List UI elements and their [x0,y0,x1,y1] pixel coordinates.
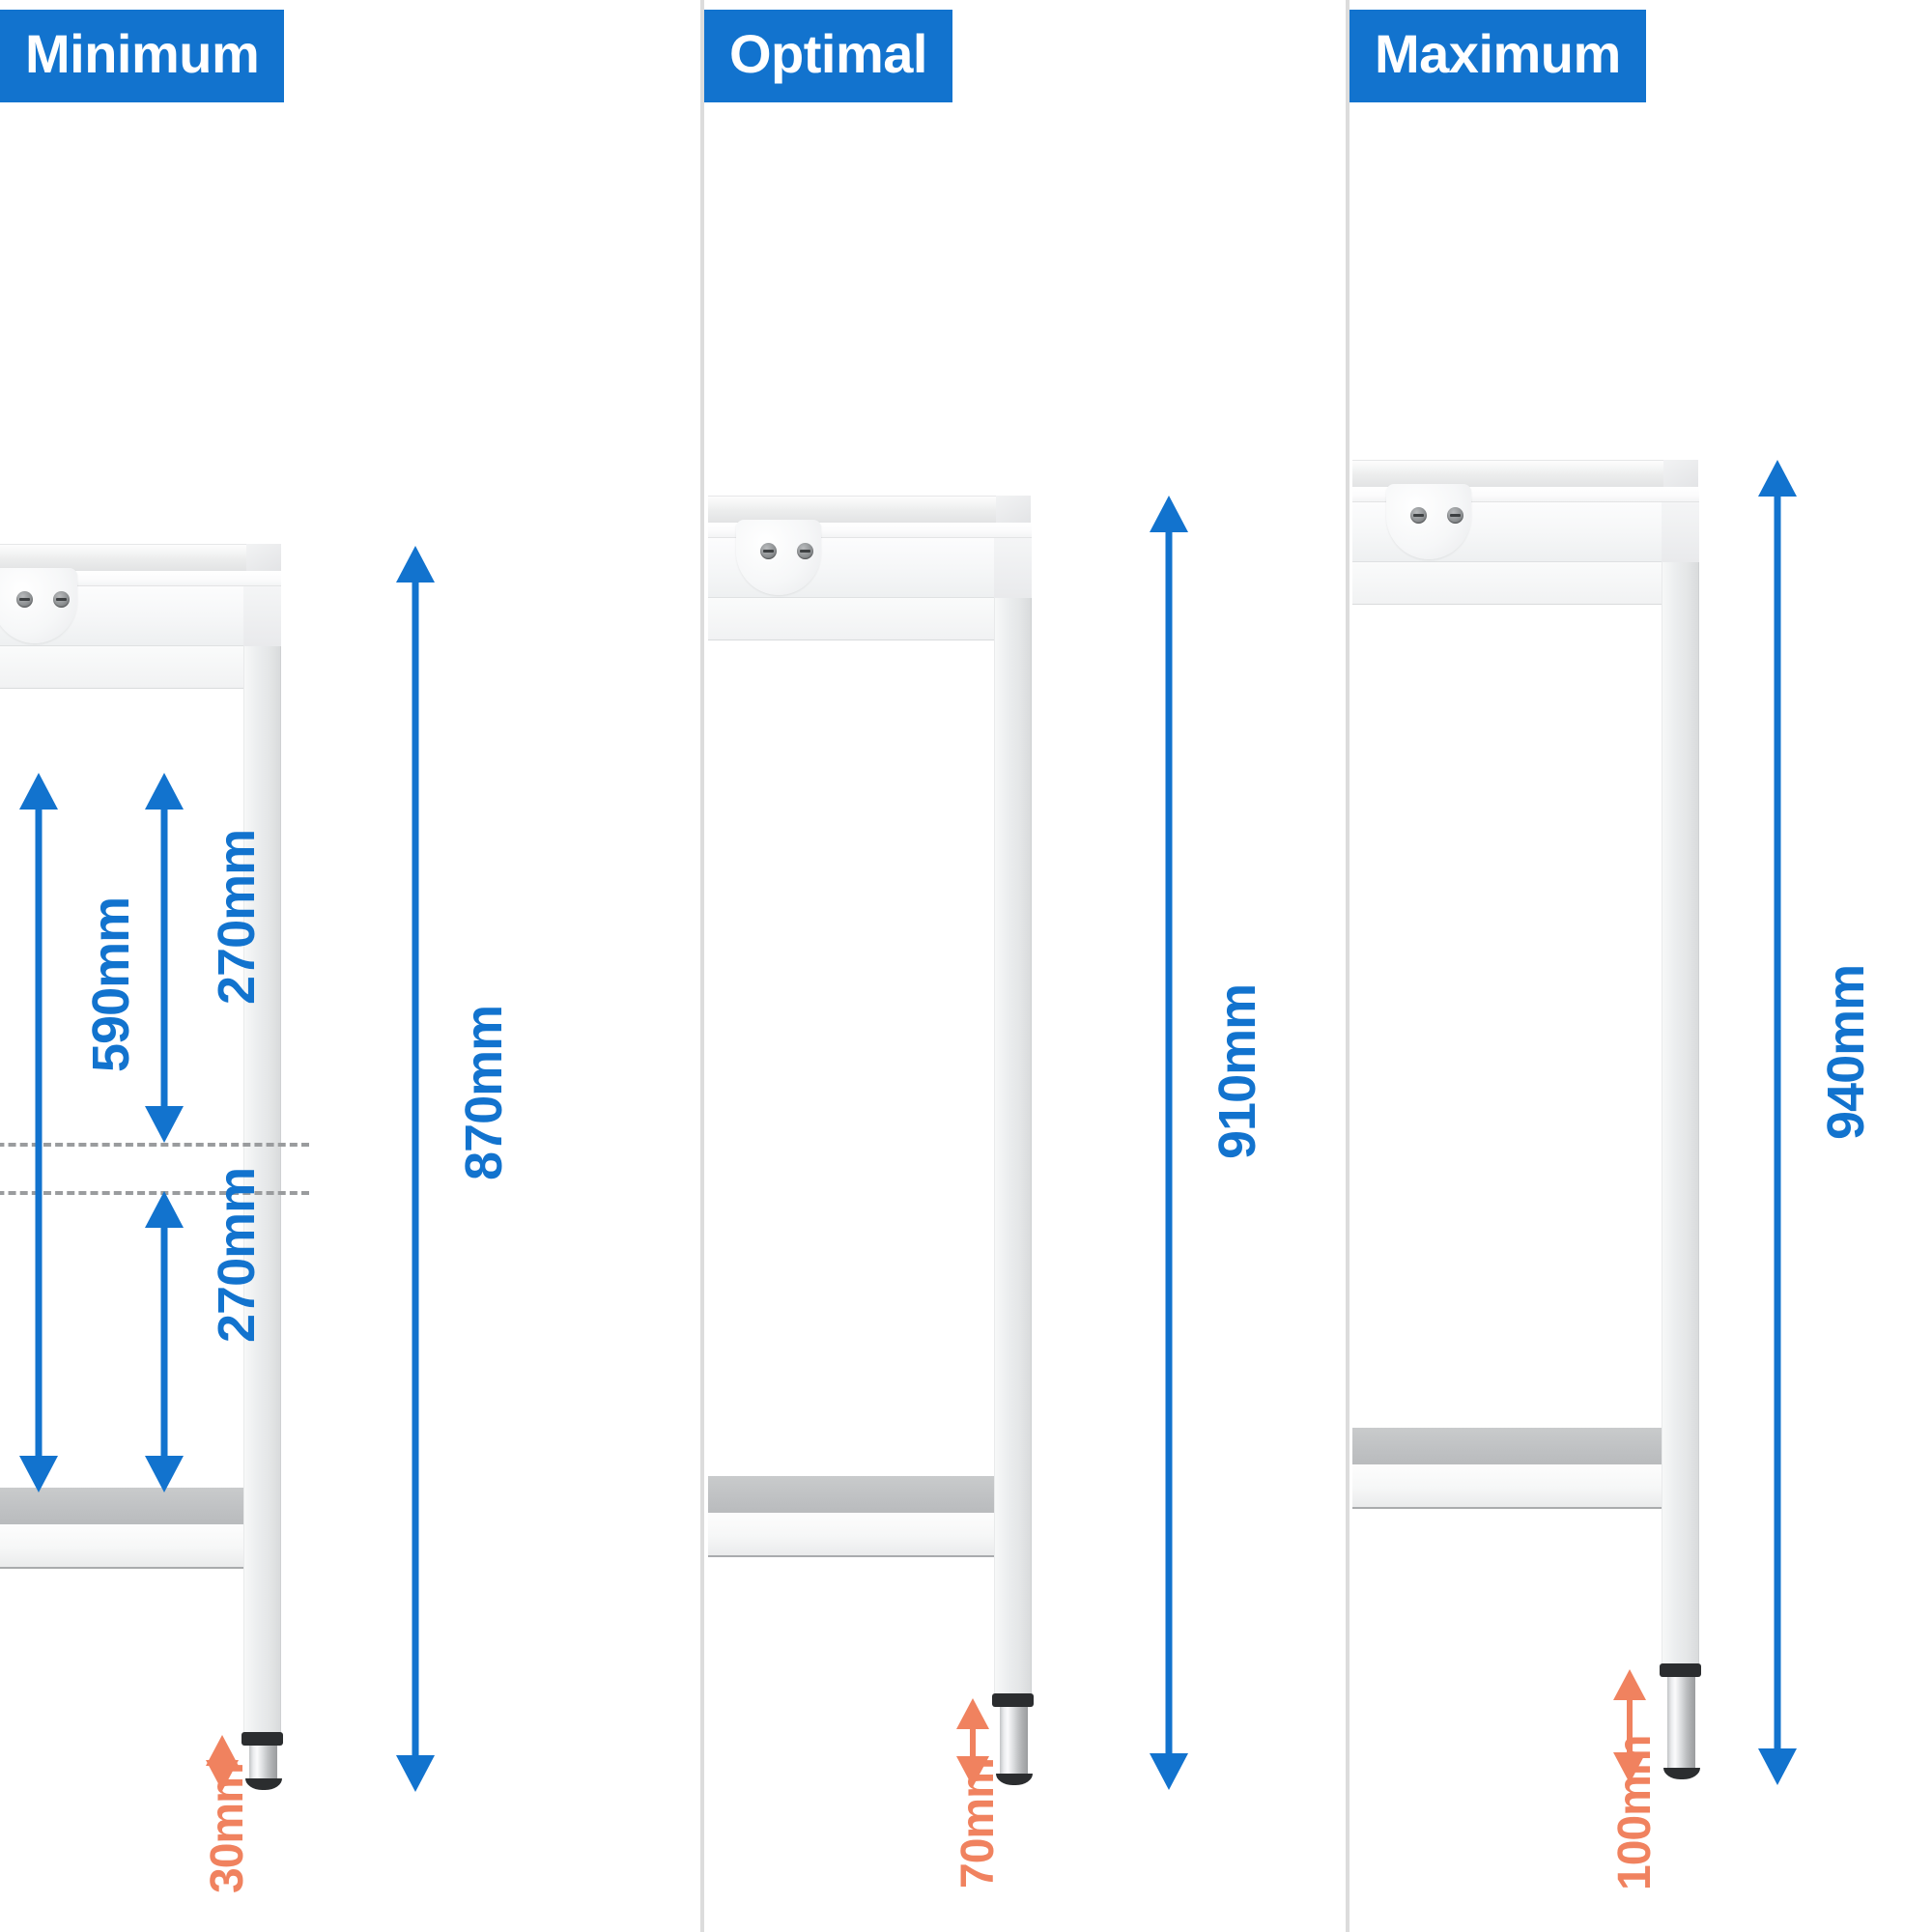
dimension-label-lower-min: 270mm [208,1167,266,1343]
table-leg-min [243,646,281,1732]
foot-collar-min [242,1732,283,1746]
dimension-shaft-foot-opt [970,1721,976,1764]
screw-head-opt-2 [797,543,813,559]
lower-brace-front-min [0,1524,243,1569]
dimension-label-total-opt: 910mm [1208,983,1266,1159]
foot-pad-max [1663,1768,1700,1779]
panel-divider-1 [700,0,704,1932]
arrow-down-icon-total-max [1758,1748,1797,1785]
lower-brace-top-max [1352,1428,1662,1464]
foot-pad-min [245,1778,282,1790]
dimension-shaft-total-min [412,575,419,1763]
arrow-down-icon-foot-min [206,1760,239,1791]
tabletop-surface-min [0,544,280,571]
table-leg-opt [994,598,1032,1693]
dimension-lower-segment-min [135,1191,193,1492]
reference-line-upper-min [0,1143,309,1147]
foot-pad-opt [996,1774,1033,1785]
table-leg-max [1662,562,1699,1663]
tabletop-chamfer-opt [996,496,1031,523]
tabletop-chamfer-max [1663,460,1698,487]
arrow-down-icon-clearance-min [19,1456,58,1492]
dimension-shaft-upper-min [160,802,168,1114]
banner-optimal: Optimal [704,10,952,102]
dimension-total-height-opt [1140,496,1198,1790]
lower-brace-front-max [1352,1464,1662,1509]
dimension-shaft-lower-min [160,1220,168,1463]
dimension-label-clearance-min: 590mm [82,896,140,1072]
table-apron-side-max [1662,502,1699,562]
screw-head-opt-1 [760,543,777,559]
arrow-down-icon-foot-max [1613,1752,1646,1783]
adjustable-foot-tube-min [249,1746,277,1781]
lower-brace-front-opt [708,1513,994,1557]
dimension-total-height-min [386,546,444,1792]
arrow-down-icon-lower-min [145,1456,184,1492]
table-apron-side-opt [994,538,1032,598]
foot-collar-opt [992,1693,1034,1707]
banner-maximum-label: Maximum [1375,23,1621,84]
lower-brace-top-min [0,1488,243,1524]
banner-minimum-label: Minimum [25,23,260,84]
table-under-rail-opt [708,598,994,640]
dimension-shaft-clearance-min [35,802,43,1463]
foot-collar-max [1660,1663,1701,1677]
arrow-down-icon-total-min [396,1755,435,1792]
panel-divider-2 [1346,0,1350,1932]
dimension-total-height-max [1748,460,1806,1785]
dimension-shaft-total-max [1774,489,1781,1756]
dimension-label-foot-opt: 70mm [952,1758,1004,1889]
dimension-label-total-min: 870mm [455,1005,513,1180]
dimension-label-total-max: 940mm [1817,964,1875,1140]
banner-optimal-label: Optimal [729,23,927,84]
dimension-shaft-total-opt [1165,525,1173,1761]
banner-minimum: Minimum [0,10,285,102]
banner-maximum: Maximum [1350,10,1646,102]
dimension-foot-max [1608,1669,1651,1783]
lower-brace-top-opt [708,1476,994,1513]
dimension-upper-segment-min [135,773,193,1143]
screw-head-max-1 [1410,507,1427,524]
dimension-label-foot-max: 100mm [1609,1735,1661,1890]
dimension-foot-opt [952,1698,994,1787]
arrow-down-icon-foot-opt [956,1756,989,1787]
dimension-label-foot-min: 30mm [202,1763,253,1893]
tabletop-surface-max [1352,460,1698,487]
table-under-rail-min [0,646,243,689]
screw-head-min-1 [16,591,33,608]
arrow-down-icon-total-opt [1150,1753,1188,1790]
table-under-rail-max [1352,562,1662,605]
adjustable-foot-tube-opt [1000,1707,1028,1776]
arrow-down-icon-upper-min [145,1106,184,1143]
adjustable-foot-tube-max [1667,1677,1695,1771]
screw-head-max-2 [1447,507,1463,524]
dimension-foot-min [201,1735,243,1791]
table-apron-side-min [243,586,281,646]
dimension-shaft-foot-max [1627,1692,1633,1760]
dimension-label-upper-min: 270mm [208,829,266,1005]
dimension-clearance-min [10,773,68,1492]
tabletop-chamfer-min [246,544,281,571]
tabletop-surface-opt [708,496,1031,523]
screw-head-min-2 [53,591,70,608]
